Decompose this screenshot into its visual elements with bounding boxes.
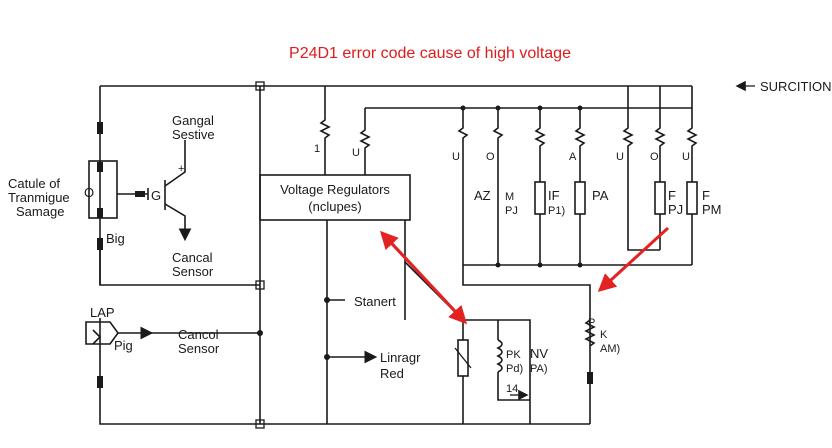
capsule-sensor: O Catule of Tranmigue Samage Big: [8, 160, 148, 246]
pk-label-2: Pd): [506, 363, 523, 375]
pig-label: Pig: [114, 338, 133, 353]
diagram-title: P24D1 error code cause of high voltage: [289, 45, 571, 62]
cancal-label-1: Cancal: [172, 250, 213, 265]
cancol-label-1: Cancol: [178, 327, 219, 342]
rk-label-1: K: [600, 329, 608, 341]
cancal-label-2: Sensor: [172, 264, 214, 279]
vreg-label-2: (nclupes): [308, 199, 361, 214]
f-label-1: F: [668, 188, 676, 203]
top-bus: [97, 85, 692, 286]
resistor-bank: U O A U O U AZ M PJ IF P1) PA F PJ F PM: [452, 86, 722, 268]
big-label: Big: [106, 231, 125, 246]
red-arrows: [379, 226, 670, 325]
lap-sensor: LAP Pig Cancol Sensor: [85, 305, 260, 425]
res-top-left-label: 1: [314, 143, 320, 155]
capsule-label-1: Catule of: [8, 176, 60, 191]
pa-label: PA: [592, 188, 609, 203]
lower-circuit: Stanert Linragr Red PK Pd) NV PA) 14 P K…: [260, 220, 620, 425]
rk-label-2: AM): [600, 343, 620, 355]
stanert-label: Stanert: [354, 294, 396, 309]
svg-text:+: +: [178, 163, 184, 175]
nv-label-2: PA): [530, 363, 548, 375]
r-o2-label: O: [650, 151, 659, 163]
cap-o-label: O: [84, 185, 94, 200]
lap-label: LAP: [90, 305, 115, 320]
r-o1-label: O: [486, 151, 495, 163]
linrag-label-2: Red: [380, 366, 404, 381]
if-label-2: P1): [548, 205, 565, 217]
sub-14-label: 14: [506, 383, 518, 395]
svg-text:G: G: [151, 188, 161, 203]
r-a-label: A: [569, 151, 577, 163]
res-top-mid-label: U: [352, 147, 360, 159]
nv-label-1: NV: [530, 346, 548, 361]
vreg-label-1: Voltage Regulators: [280, 182, 390, 197]
r-u3-label: U: [682, 151, 690, 163]
pk-label-1: PK: [506, 349, 521, 361]
pj-a-label: PJ: [505, 205, 518, 217]
main-rail: [255, 81, 265, 429]
r-u1-label: U: [452, 151, 460, 163]
f-label-2: F: [702, 188, 710, 203]
capsule-label-2: Tranmigue: [8, 190, 70, 205]
m-label: M: [505, 191, 514, 203]
rk-p-label: P: [588, 317, 595, 329]
red-arrow-right: [597, 226, 670, 293]
surcition-pointer: SURCITION:: [735, 79, 832, 94]
transistor: G + Gangal Sestive Cancal Sensor: [147, 113, 215, 279]
voltage-regulator: Voltage Regulators (nclupes) 1 U: [259, 86, 692, 221]
pm-label: PM: [702, 202, 722, 217]
capsule-label-3: Samage: [16, 204, 64, 219]
red-arrow-left-tail: [380, 231, 468, 325]
linrag-label-1: Linragr: [380, 350, 421, 365]
cancol-label-2: Sensor: [178, 341, 220, 356]
az-label: AZ: [474, 188, 491, 203]
gangal-label-1: Gangal: [172, 113, 214, 128]
r-u2-label: U: [616, 151, 624, 163]
if-label-1: IF: [548, 188, 560, 203]
gangal-label-2: Sestive: [172, 127, 215, 142]
surcition-label: SURCITION:: [760, 79, 832, 94]
pj-b-label: PJ: [668, 202, 683, 217]
